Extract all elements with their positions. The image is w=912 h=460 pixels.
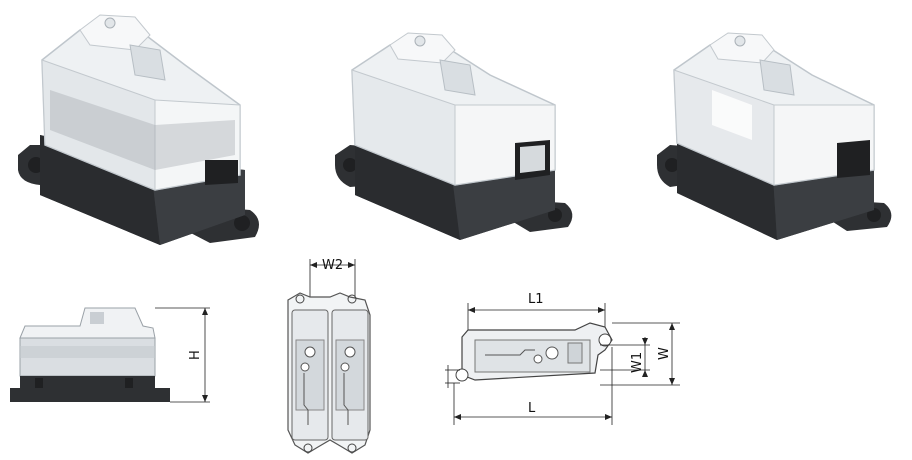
product-render-2 bbox=[335, 32, 573, 240]
dim-label-h: H bbox=[188, 350, 203, 360]
top-view-drawing: W2 bbox=[270, 255, 390, 460]
top-view-svg: W2 bbox=[287, 258, 371, 454]
front-view-svg: L1 W1 W L bbox=[445, 292, 680, 425]
product-view-2 bbox=[330, 25, 580, 250]
dim-label-w2: W2 bbox=[322, 258, 343, 273]
side-view-drawing: H bbox=[5, 298, 230, 413]
dim-label-l: L bbox=[528, 401, 536, 416]
side-view-svg: H bbox=[10, 307, 210, 403]
product-view-3 bbox=[652, 15, 902, 245]
dim-label-w1: W1 bbox=[630, 352, 645, 373]
front-view-drawing: L1 W1 W L bbox=[440, 285, 700, 425]
dim-label-w: W bbox=[657, 347, 672, 360]
product-view-1 bbox=[10, 5, 275, 255]
dim-label-l1: L1 bbox=[528, 292, 544, 307]
product-render-3 bbox=[657, 32, 892, 240]
product-render-1 bbox=[18, 14, 259, 245]
